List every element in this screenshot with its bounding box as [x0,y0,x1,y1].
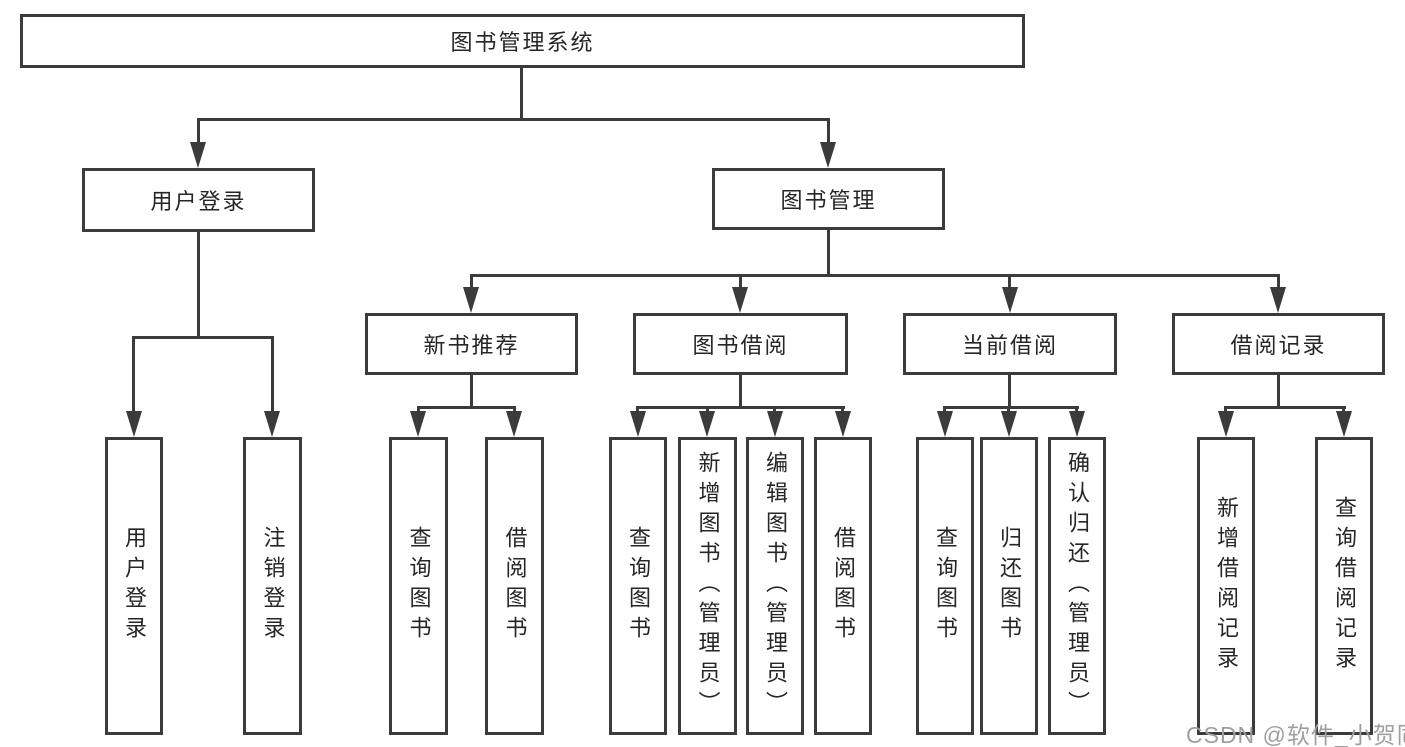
connector-line [1008,274,1011,291]
arrow-down-icon [1336,411,1352,437]
connector-line [1008,373,1011,409]
arrow-down-icon [699,411,715,437]
connector-line [197,230,200,339]
arrow-down-icon [463,287,479,313]
connector-line [827,118,830,150]
node-label: 注销登录 [260,526,286,646]
node-label: 图书借阅 [692,333,789,358]
leaf-confirm-return-admin: 确认归还（管理员） [1048,437,1106,735]
connector-line [470,274,1280,277]
leaf-query-books-borrowing: 查询图书 [609,437,667,735]
node-label: 新书推荐 [423,333,520,358]
arrow-down-icon [1001,411,1017,437]
csdn-watermark: CSDN @软件_小贺同学 [1186,722,1405,747]
connector-line [827,228,830,277]
connector-line [943,406,1079,409]
node-book-management: 图书管理 [712,168,945,230]
node-user-login: 用户登录 [82,168,315,232]
arrow-down-icon [1002,287,1018,313]
connector-line [197,118,830,121]
node-current-borrowing: 当前借阅 [903,313,1117,375]
node-label: 用户登录 [150,189,247,214]
connector-line [470,274,473,291]
connector-line [417,406,516,409]
node-label: 查询图书 [933,526,958,646]
connector-line [132,336,274,339]
arrow-down-icon [264,411,280,437]
arrow-down-icon [835,411,851,437]
connector-line [1277,274,1280,291]
connector-line [470,373,473,409]
node-label: 新增借阅记录 [1214,496,1239,676]
node-label: 借阅图书 [831,526,856,646]
arrow-down-icon [190,142,206,168]
connector-line [636,406,845,409]
node-label: 查询图书 [626,526,651,646]
leaf-query-books-current: 查询图书 [916,437,974,735]
leaf-query-borrow-record: 查询借阅记录 [1315,437,1373,735]
leaf-logout: 注销登录 [243,437,302,735]
leaf-borrow-books-recommend: 借阅图书 [485,437,544,735]
connector-line [271,336,274,417]
arrow-down-icon [820,142,836,168]
connector-line [132,336,135,417]
node-label: 用户登录 [122,526,147,646]
node-label: 当前借阅 [961,333,1058,358]
node-label: 编辑图书（管理员） [763,451,788,721]
leaf-add-borrow-record: 新增借阅记录 [1197,437,1255,735]
arrow-down-icon [732,287,748,313]
arrow-down-icon [767,411,783,437]
arrow-down-icon [506,411,522,437]
node-label: 查询图书 [406,526,432,646]
node-label: 确认归还（管理员） [1065,451,1090,721]
node-label: 图书管理系统 [450,30,595,55]
node-borrowing-records: 借阅记录 [1172,313,1385,375]
arrow-down-icon [410,411,426,437]
leaf-borrow-books: 借阅图书 [814,437,872,735]
arrow-down-icon [937,411,953,437]
leaf-edit-books-admin: 编辑图书（管理员） [746,437,804,735]
node-new-book-recommend: 新书推荐 [365,313,578,375]
node-label: 归还图书 [997,526,1022,646]
node-label: 借阅图书 [502,526,528,646]
arrow-down-icon [126,411,142,437]
connector-line [1224,406,1346,409]
arrow-down-icon [630,411,646,437]
connector-line [739,373,742,409]
leaf-query-books-recommend: 查询图书 [389,437,448,735]
node-label: 新增图书（管理员） [695,451,721,721]
node-label: 借阅记录 [1230,333,1327,358]
leaf-user-login: 用户登录 [105,437,163,735]
node-label: 查询借阅记录 [1332,496,1357,676]
leaf-add-books-admin: 新增图书（管理员） [678,437,737,735]
leaf-return-books: 归还图书 [980,437,1038,735]
arrow-down-icon [1069,411,1085,437]
connector-line [739,274,742,291]
connector-line [520,68,523,120]
connector-line [1277,373,1280,409]
node-book-borrowing: 图书借阅 [633,313,848,375]
connector-line [197,118,200,150]
arrow-down-icon [1270,287,1286,313]
arrow-down-icon [1218,411,1234,437]
node-library-management-system: 图书管理系统 [20,14,1025,68]
node-label: 图书管理 [780,188,877,213]
